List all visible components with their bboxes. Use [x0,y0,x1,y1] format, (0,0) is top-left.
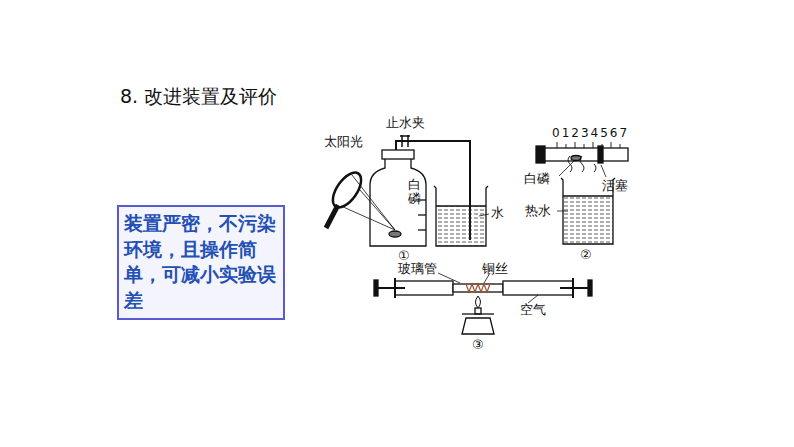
white-phosphorus [389,231,401,237]
note-text: 装置严密，不污染环境，且操作简单，可减小实验误差 [124,211,278,314]
callout: 空气 [520,303,546,317]
figure-number: ③ [472,338,484,352]
callout: 热水 [525,204,551,218]
callout: 铜丝 [482,262,508,276]
clamp [400,135,410,147]
magnifier-lens [327,168,366,212]
callout: 水 [491,206,504,220]
scale-numbers: 01234567 [552,127,629,140]
callout: 太阳光 [324,135,363,149]
glass-tube [453,284,503,292]
rubber-stopper [536,146,545,163]
glass-tube [540,148,628,161]
bottle [370,158,426,246]
callout: 玻璃管 [398,262,437,276]
figure-number: ② [580,248,592,262]
callout: 白磷 [408,178,421,207]
callout: 活塞 [602,179,628,193]
alcohol-lamp [462,318,494,334]
heading: 8. 改进装置及评价 [120,84,277,110]
beaker [434,186,488,246]
copper-wire [466,284,490,292]
stopper [382,150,414,159]
callout: 止水夹 [386,116,425,130]
note-box: 装置严密，不污染环境，且操作简单，可减小实验误差 [117,205,285,320]
magnifier-handle [326,205,338,228]
piston [598,146,603,163]
callout: 白磷 [524,172,550,186]
